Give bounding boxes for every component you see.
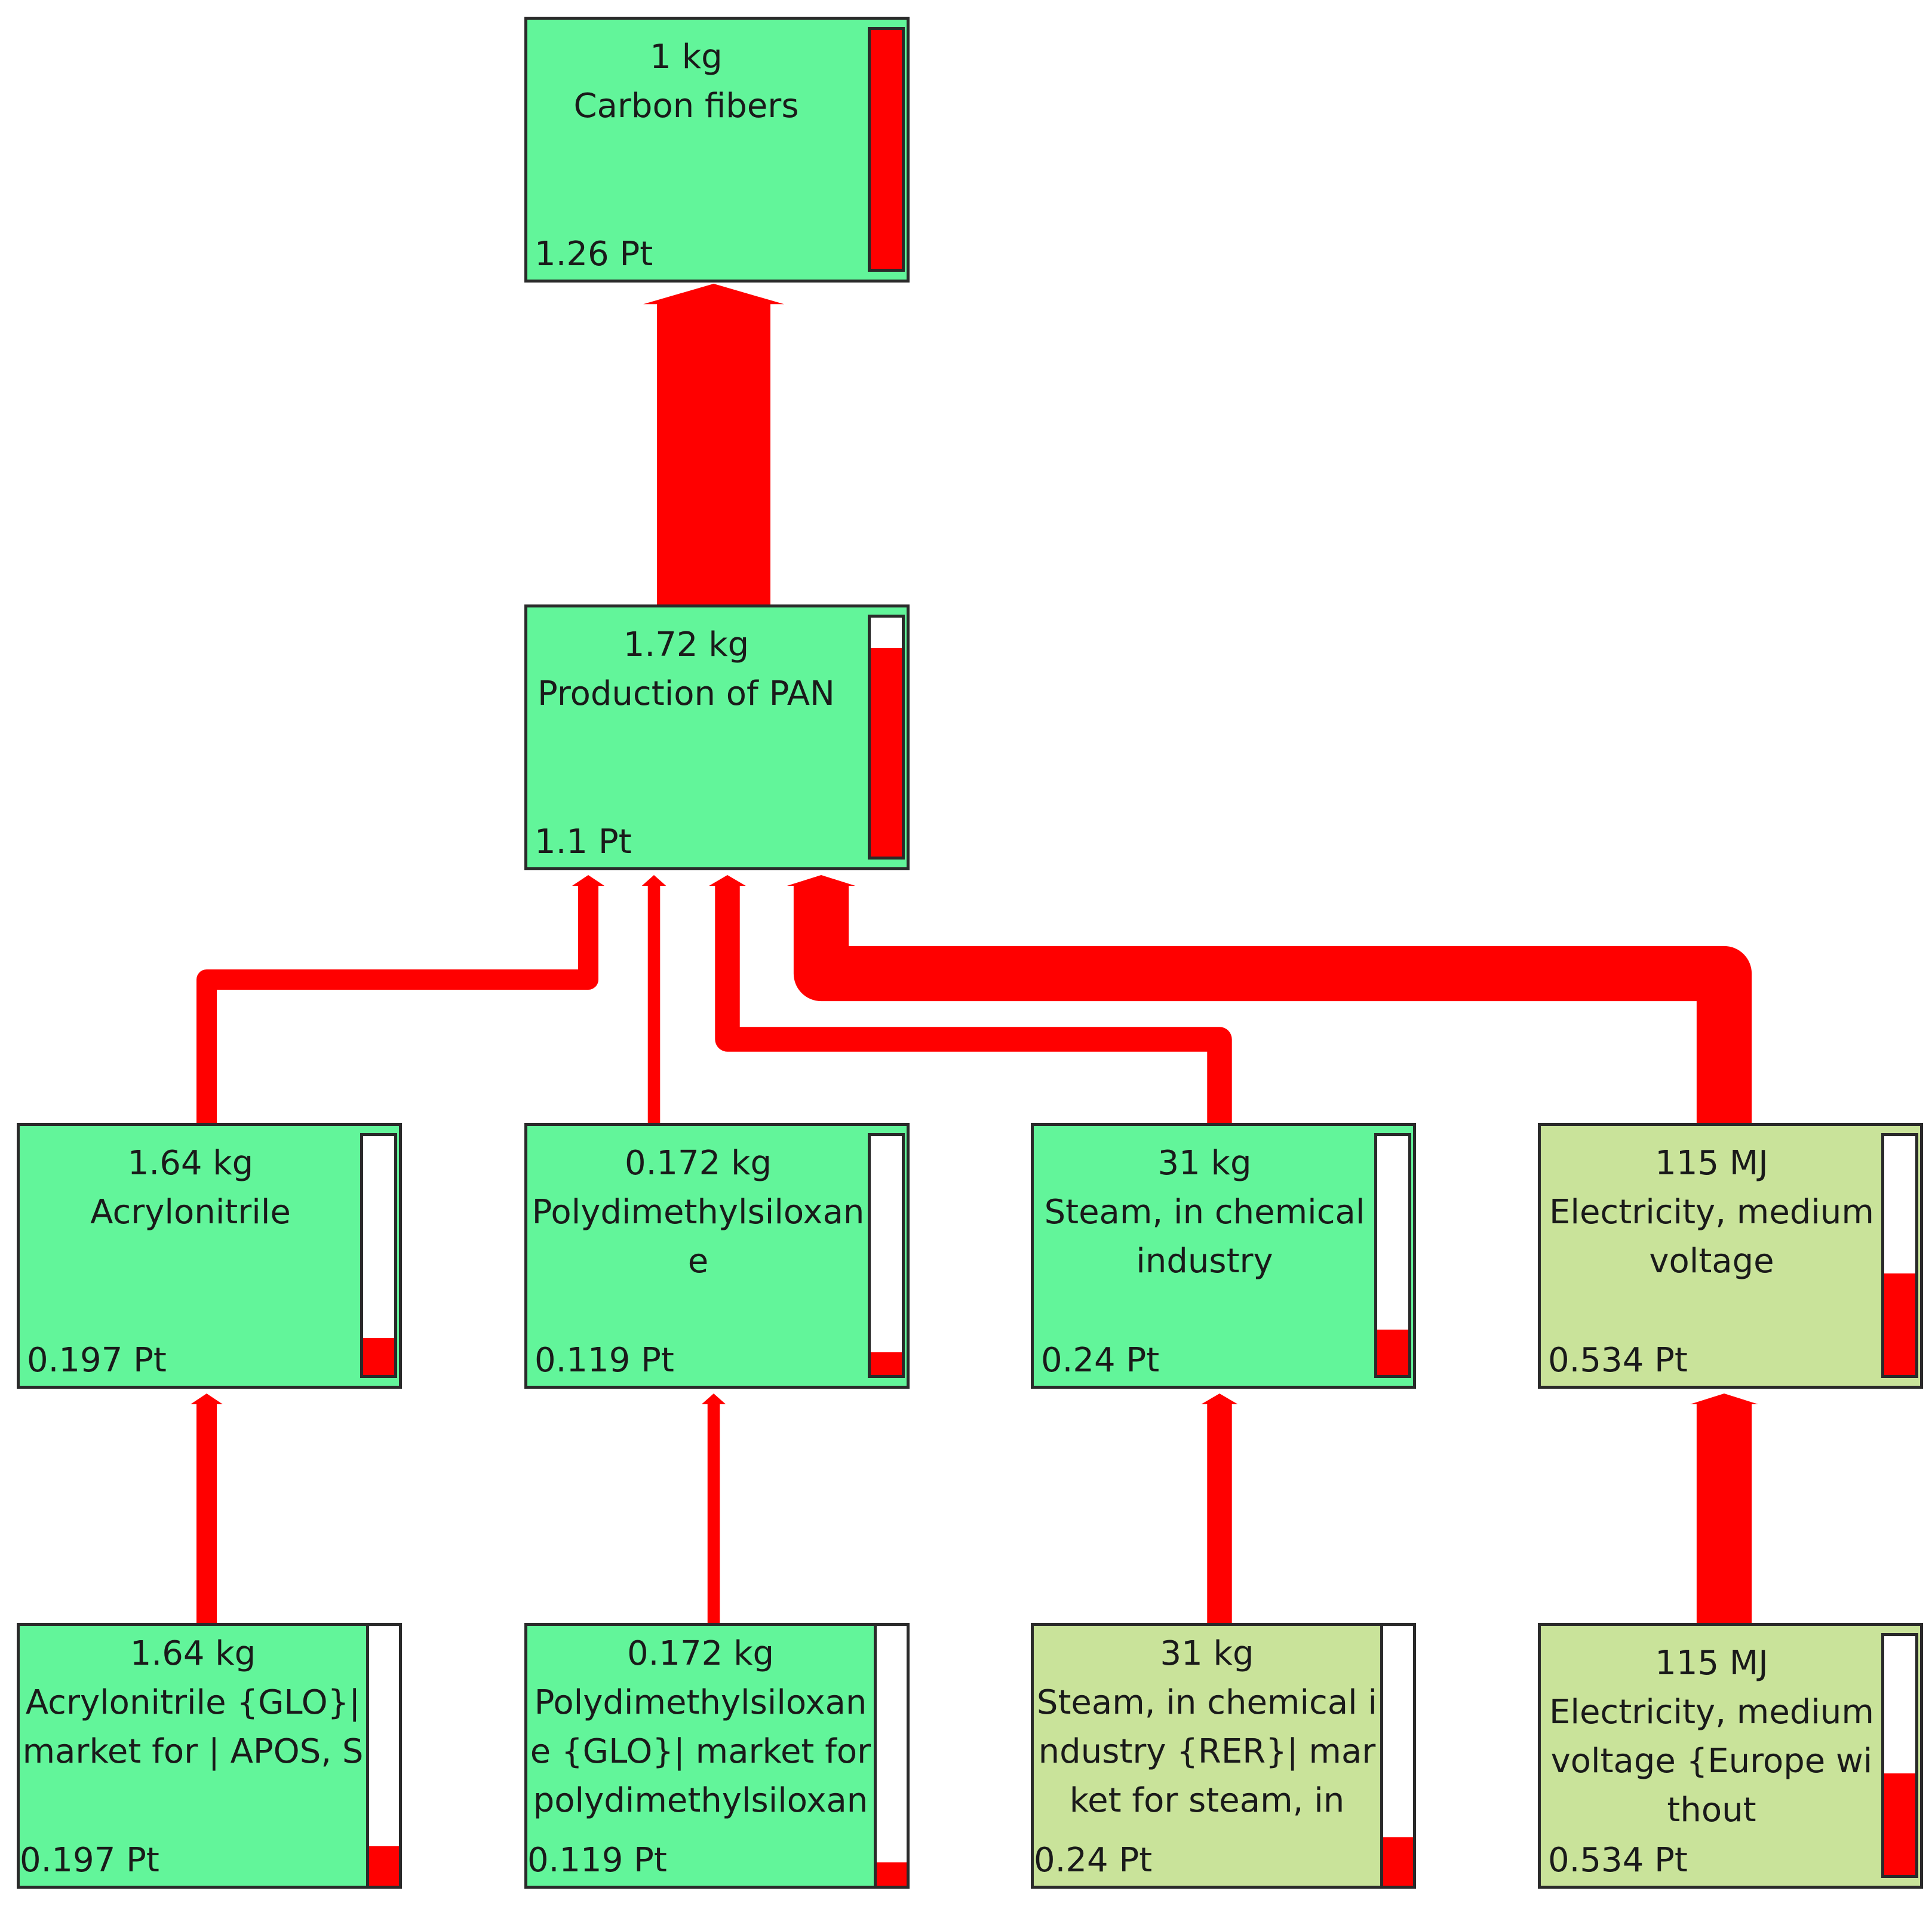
node-steam-market-name: Steam, in chemical industry {RER}| marke… (1036, 1683, 1378, 1820)
flow-steam_mkt-to-steam-arrowhead (1201, 1394, 1238, 1404)
node-steam-market-indicator-fill (1383, 1837, 1413, 1886)
node-acrylonitrile-market-label: 1.64 kg Acrylonitrile {GLO}| market for … (20, 1629, 366, 1827)
node-steam-indicator-fill (1377, 1330, 1408, 1375)
node-electricity-market-indicator-fill (1884, 1773, 1915, 1875)
node-polydimethylsiloxane-market-label: 0.172 kg Polydimethylsiloxane {GLO}| mar… (527, 1629, 874, 1827)
node-steam-score: 0.24 Pt (1041, 1341, 1160, 1380)
node-steam[interactable]: 31 kg Steam, in chemical industry 0.24 P… (1031, 1123, 1416, 1389)
node-carbon-fibers-indicator-fill (871, 30, 902, 269)
node-acrylonitrile-name: Acrylonitrile (90, 1193, 291, 1232)
node-polydimethylsiloxane-market-name: Polydimethylsiloxane {GLO}| market for p… (530, 1683, 871, 1820)
node-steam-label: 31 kg Steam, in chemical industry (1037, 1139, 1372, 1286)
flow-pdms-to-pan-arrowhead (641, 875, 666, 886)
node-carbon-fibers-score: 1.26 Pt (535, 235, 653, 274)
node-polydimethylsiloxane-market-indicator-fill (877, 1862, 907, 1886)
node-steam-indicator (1374, 1133, 1411, 1378)
flow-elec_mkt-to-elec-arrowhead (1690, 1394, 1759, 1404)
node-polydimethylsiloxane-amount: 0.172 kg (624, 1144, 772, 1183)
node-acrylonitrile-score: 0.197 Pt (27, 1341, 167, 1380)
node-acrylonitrile-indicator (360, 1133, 397, 1378)
flow-acry-to-pan-arrowhead (572, 875, 605, 886)
node-steam-name: Steam, in chemical industry (1044, 1193, 1365, 1281)
node-acrylonitrile[interactable]: 1.64 kg Acrylonitrile 0.197 Pt (17, 1123, 402, 1389)
node-production-of-pan-amount: 1.72 kg (623, 625, 750, 664)
node-acrylonitrile-market-indicator (366, 1626, 399, 1886)
node-polydimethylsiloxane-market-score: 0.119 Pt (527, 1841, 667, 1880)
node-polydimethylsiloxane-score: 0.119 Pt (535, 1341, 674, 1380)
node-steam-market[interactable]: 31 kg Steam, in chemical industry {RER}|… (1031, 1623, 1416, 1889)
flow-steam-to-pan (715, 886, 1232, 1123)
node-acrylonitrile-market-amount: 1.64 kg (130, 1634, 256, 1673)
node-carbon-fibers-label: 1 kg Carbon fibers (531, 33, 841, 131)
node-polydimethylsiloxane-indicator-fill (871, 1352, 902, 1375)
node-acrylonitrile-market-name: Acrylonitrile {GLO}| market for | APOS, … (22, 1683, 364, 1771)
node-electricity-market-score: 0.534 Pt (1548, 1841, 1688, 1880)
node-carbon-fibers-amount: 1 kg (650, 38, 723, 76)
node-polydimethylsiloxane-market-indicator (874, 1626, 907, 1886)
node-electricity-amount: 115 MJ (1655, 1144, 1768, 1183)
node-steam-amount: 31 kg (1157, 1144, 1252, 1183)
flow-steam-to-pan-arrowhead (709, 875, 746, 886)
node-electricity-label: 115 MJ Electricity, medium voltage (1544, 1139, 1879, 1286)
node-acrylonitrile-indicator-fill (363, 1337, 394, 1375)
node-carbon-fibers[interactable]: 1 kg Carbon fibers 1.26 Pt (524, 17, 910, 283)
node-electricity-market-label: 115 MJ Electricity, medium voltage {Euro… (1544, 1639, 1879, 1830)
node-steam-market-score: 0.24 Pt (1034, 1841, 1153, 1880)
node-production-of-pan-label: 1.72 kg Production of PAN (531, 621, 841, 719)
node-production-of-pan-indicator (868, 615, 905, 860)
node-production-of-pan[interactable]: 1.72 kg Production of PAN 1.1 Pt (524, 604, 910, 870)
node-electricity[interactable]: 115 MJ Electricity, medium voltage 0.534… (1538, 1123, 1923, 1389)
node-acrylonitrile-amount: 1.64 kg (127, 1144, 254, 1183)
node-steam-market-amount: 31 kg (1160, 1634, 1254, 1673)
node-electricity-market[interactable]: 115 MJ Electricity, medium voltage {Euro… (1538, 1623, 1923, 1889)
node-polydimethylsiloxane-indicator (868, 1133, 905, 1378)
node-polydimethylsiloxane[interactable]: 0.172 kg Polydimethylsiloxane 0.119 Pt (524, 1123, 910, 1389)
flow-pan-to-carbon-arrowhead (643, 284, 784, 305)
node-acrylonitrile-market[interactable]: 1.64 kg Acrylonitrile {GLO}| market for … (17, 1623, 402, 1889)
node-polydimethylsiloxane-name: Polydimethylsiloxane (532, 1193, 865, 1281)
node-electricity-market-indicator (1881, 1633, 1918, 1878)
node-acrylonitrile-market-indicator-fill (369, 1846, 399, 1886)
flow-acry_mkt-to-acry-arrowhead (190, 1394, 223, 1404)
flow-pdms_mkt-to-pdms-arrowhead (701, 1394, 726, 1404)
node-carbon-fibers-indicator (868, 27, 905, 272)
node-steam-market-label: 31 kg Steam, in chemical industry {RER}|… (1034, 1629, 1380, 1827)
node-acrylonitrile-market-score: 0.197 Pt (20, 1841, 159, 1880)
node-production-of-pan-indicator-fill (871, 647, 902, 857)
flow-elec-to-pan-arrowhead (787, 875, 856, 886)
node-electricity-market-amount: 115 MJ (1655, 1644, 1768, 1683)
node-steam-market-indicator (1380, 1626, 1413, 1886)
node-electricity-indicator (1881, 1133, 1918, 1378)
node-acrylonitrile-label: 1.64 kg Acrylonitrile (23, 1139, 358, 1237)
node-production-of-pan-name: Production of PAN (537, 674, 835, 713)
flow-elec-to-pan (793, 886, 1752, 1123)
node-polydimethylsiloxane-market-amount: 0.172 kg (626, 1634, 775, 1673)
node-production-of-pan-score: 1.1 Pt (535, 822, 632, 861)
node-electricity-market-name: Electricity, medium voltage {Europe with… (1549, 1693, 1874, 1830)
node-carbon-fibers-name: Carbon fibers (573, 87, 799, 125)
node-electricity-score: 0.534 Pt (1548, 1341, 1688, 1380)
node-electricity-indicator-fill (1884, 1273, 1915, 1375)
flow-acry-to-pan (196, 886, 599, 1123)
node-electricity-name: Electricity, medium voltage (1549, 1193, 1874, 1281)
node-polydimethylsiloxane-label: 0.172 kg Polydimethylsiloxane (531, 1139, 865, 1286)
node-polydimethylsiloxane-market[interactable]: 0.172 kg Polydimethylsiloxane {GLO}| mar… (524, 1623, 910, 1889)
